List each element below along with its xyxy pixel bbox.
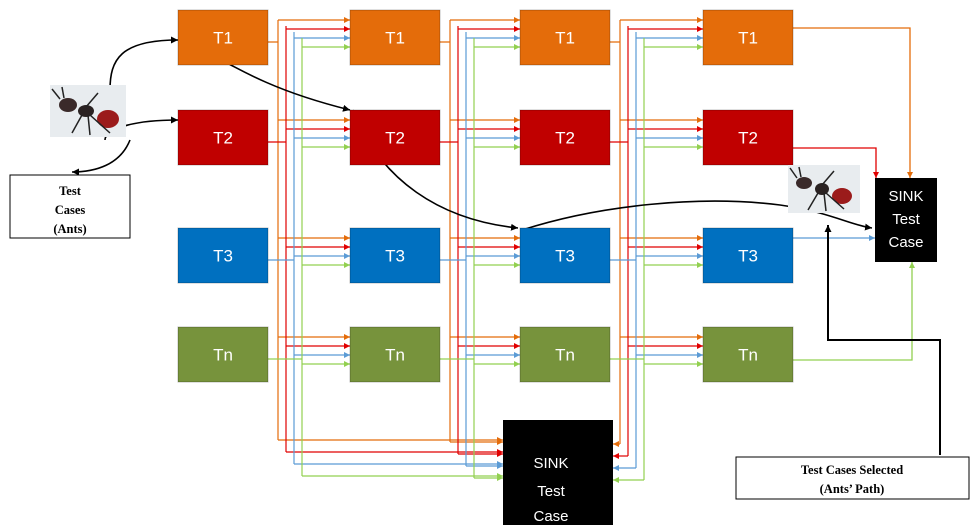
node-tn-col2: Tn — [350, 327, 440, 382]
node-label: T1 — [555, 29, 575, 48]
selected-line-2: (Ants’ Path) — [820, 482, 885, 496]
node-t2-col3: T2 — [520, 110, 610, 165]
node-t3-col4: T3 — [703, 228, 793, 283]
ant-path-top — [110, 40, 178, 90]
connector-trunk — [440, 26, 458, 454]
sink-right-line-1: SINK — [888, 188, 923, 205]
connector-trunk — [440, 32, 466, 466]
selected-path-box: Test Cases Selected (Ants’ Path) — [736, 457, 969, 499]
node-t3-col2: T3 — [350, 228, 440, 283]
node-t2-col4: T2 — [703, 110, 793, 165]
node-label: T2 — [213, 129, 233, 148]
sink-bottom-line-2: Test — [537, 483, 565, 500]
ant-icon — [50, 85, 126, 137]
node-t3-col1: T3 — [178, 228, 268, 283]
node-label: T3 — [555, 247, 575, 266]
node-t3-col3: T3 — [520, 228, 610, 283]
node-label: Tn — [555, 346, 575, 365]
sink-right: SINK Test Case — [875, 178, 937, 262]
node-label: T2 — [738, 129, 758, 148]
node-t2-col2: T2 — [350, 110, 440, 165]
node-t1-col1: T1 — [178, 10, 268, 65]
connector-trunk — [610, 26, 628, 456]
sink-bottom-line-1: SINK — [533, 455, 568, 472]
node-tn-col3: Tn — [520, 327, 610, 382]
connector-t1-sink — [793, 28, 910, 178]
node-label: T3 — [738, 247, 758, 266]
sink-bottom: SINK Test Case — [503, 420, 613, 525]
connector-trunk — [610, 38, 644, 480]
connector-trunk — [610, 32, 636, 468]
test-cases-line-3: (Ants) — [53, 222, 86, 236]
ant-icon — [788, 165, 860, 213]
node-label: T2 — [555, 129, 575, 148]
node-t1-col4: T1 — [703, 10, 793, 65]
test-cases-line-1: Test — [59, 184, 82, 198]
ant-path-to-testcases — [72, 140, 130, 172]
connector-trunk — [440, 38, 474, 478]
node-tn-col4: Tn — [703, 327, 793, 382]
selected-line-1: Test Cases Selected — [801, 463, 903, 477]
sink-bottom-line-3: Case — [533, 508, 568, 525]
test-cases-line-2: Cases — [55, 203, 86, 217]
connector-trunk — [268, 38, 302, 476]
sink-right-line-3: Case — [888, 234, 923, 251]
node-label: Tn — [738, 346, 758, 365]
connector-trunk — [610, 20, 620, 444]
node-label: T1 — [738, 29, 758, 48]
node-tn-col1: Tn — [178, 327, 268, 382]
connector-trunk — [268, 32, 294, 464]
test-cases-box: Test Cases (Ants) — [10, 175, 130, 238]
node-label: T3 — [385, 247, 405, 266]
connector-tn-sink — [793, 262, 912, 360]
node-t1-col2: T1 — [350, 10, 440, 65]
node-t2-col1: T2 — [178, 110, 268, 165]
node-label: Tn — [385, 346, 405, 365]
node-label: T1 — [213, 29, 233, 48]
node-label: T1 — [385, 29, 405, 48]
sink-right-line-2: Test — [892, 211, 920, 228]
node-label: Tn — [213, 346, 233, 365]
node-label: T2 — [385, 129, 405, 148]
node-label: T3 — [213, 247, 233, 266]
node-t1-col3: T1 — [520, 10, 610, 65]
connector-trunk — [440, 20, 450, 442]
